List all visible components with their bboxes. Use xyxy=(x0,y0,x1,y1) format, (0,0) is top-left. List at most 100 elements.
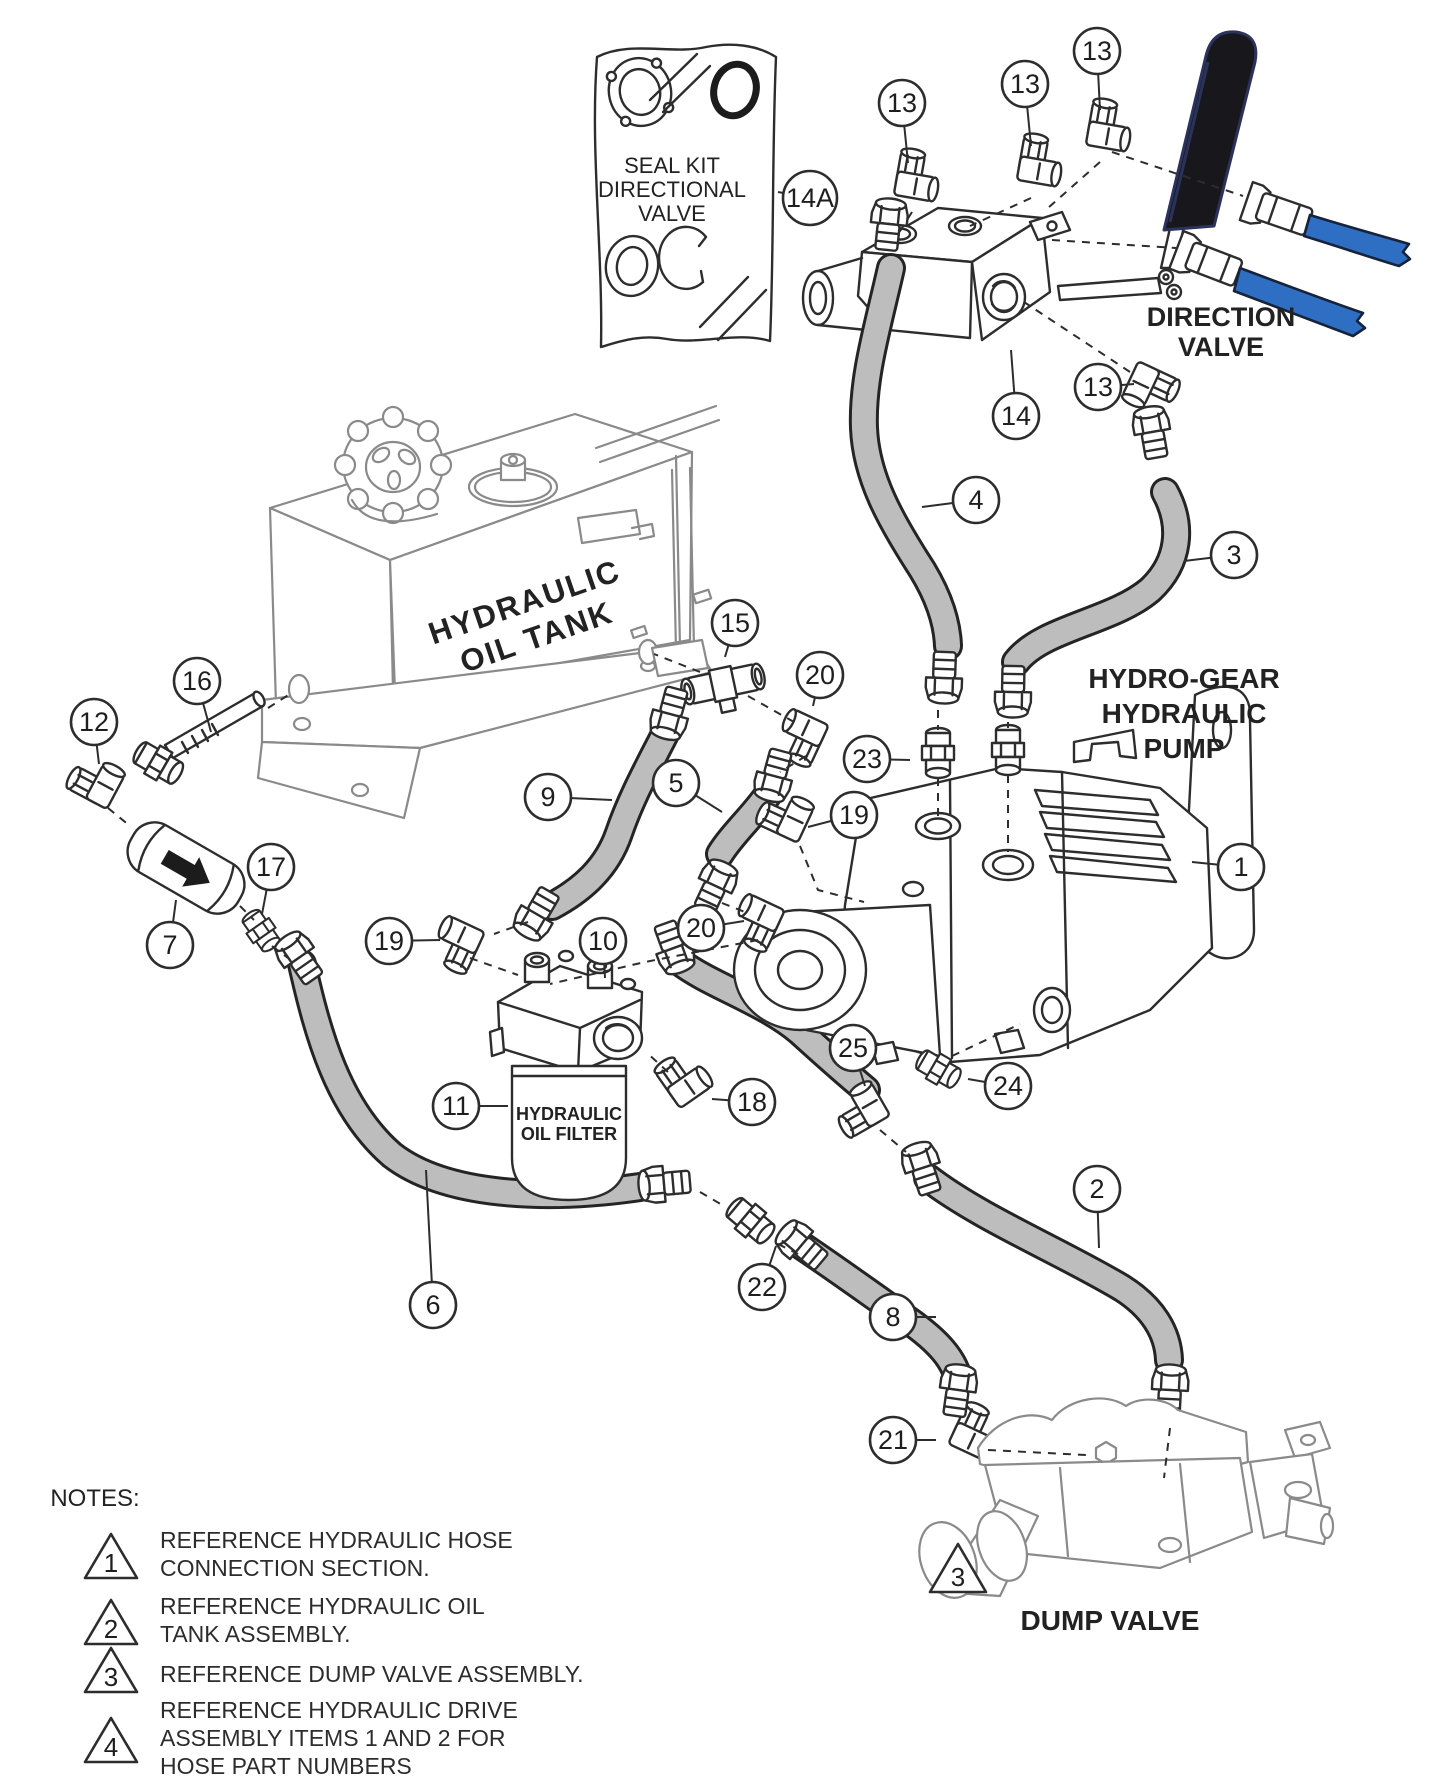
hydro-gear-pump xyxy=(732,685,1256,1066)
direction-valve-label-line: DIRECTION xyxy=(1147,302,1296,332)
callout-19: 19 xyxy=(807,790,879,840)
callout-number: 13 xyxy=(1082,36,1112,66)
callout-14: 14 xyxy=(991,349,1041,441)
callout-number: 16 xyxy=(182,666,212,696)
callout-bubble xyxy=(868,1415,918,1465)
hose-3 xyxy=(1001,477,1192,677)
blue-hose-lower xyxy=(1232,266,1367,338)
hydro-gear-pump-label-line: HYDRO-GEAR xyxy=(1088,663,1279,694)
callout-bubble xyxy=(1000,59,1050,109)
seal-flange xyxy=(605,56,675,128)
callout-number: 12 xyxy=(79,707,109,737)
callout-20: 20 xyxy=(795,650,845,707)
callout-bubble xyxy=(781,169,839,227)
note-triangle-number: 3 xyxy=(104,1662,118,1692)
note-text-line: REFERENCE DUMP VALVE ASSEMBLY. xyxy=(160,1661,584,1687)
callout-number: 5 xyxy=(668,768,683,798)
note-text-line: TANK ASSEMBLY. xyxy=(160,1621,350,1647)
note-triangle-number: 4 xyxy=(104,1732,118,1762)
callout-8: 8 xyxy=(868,1292,936,1342)
callout-bubble xyxy=(842,734,892,784)
fitting-23R xyxy=(990,723,1026,777)
callout-number: 23 xyxy=(852,744,882,774)
seal-ring xyxy=(604,234,660,298)
callout-bubble xyxy=(578,916,628,966)
callout-number: 21 xyxy=(878,1425,908,1455)
elbow-13c xyxy=(1084,95,1138,154)
callout-9: 9 xyxy=(523,772,613,822)
direction-valve-label-line: VALVE xyxy=(1178,332,1264,362)
callout-bubble xyxy=(795,650,845,700)
callout-bubble xyxy=(727,1077,777,1127)
callout-bubble xyxy=(69,697,119,747)
callout-21: 21 xyxy=(868,1415,936,1465)
callout-bubble xyxy=(737,1262,787,1312)
callout-25: 25 xyxy=(828,1023,878,1087)
seal-kit-bag xyxy=(593,43,778,349)
callout-number: 19 xyxy=(839,800,869,830)
tank-bracket xyxy=(260,644,714,750)
hose-charge xyxy=(665,947,881,1105)
hose-4 xyxy=(848,253,963,661)
callout-number: 13 xyxy=(887,88,917,118)
o-ring xyxy=(710,60,760,120)
callout-11: 11 xyxy=(431,1081,508,1131)
callout-number: 2 xyxy=(1089,1174,1104,1204)
callout-bubble xyxy=(1209,530,1259,580)
callout-bubble xyxy=(364,916,414,966)
note-text-line: HOSE PART NUMBERS xyxy=(160,1753,412,1779)
callout-number: 9 xyxy=(540,782,555,812)
callout-20: 20 xyxy=(676,903,745,953)
callout-bubble xyxy=(172,656,222,706)
callout-bubble xyxy=(651,758,701,808)
note-text-line: REFERENCE HYDRAULIC DRIVE xyxy=(160,1697,518,1723)
callout-bubble xyxy=(523,772,573,822)
callout-number: 7 xyxy=(162,930,177,960)
note-triangle-icon xyxy=(83,1598,139,1646)
callout-3: 3 xyxy=(1183,530,1259,580)
dump-valve-label-line: DUMP VALVE xyxy=(1021,1605,1200,1636)
triangle-marker-3: 3 xyxy=(928,1542,988,1594)
breather-cap xyxy=(467,452,559,508)
note-item-3: 3 REFERENCE DUMP VALVE ASSEMBLY. xyxy=(83,1646,584,1694)
note-triangle-number: 2 xyxy=(104,1614,118,1644)
callout-bubble xyxy=(868,1292,918,1342)
notes-heading: NOTES: xyxy=(50,1485,139,1512)
elbow-18 xyxy=(651,1043,717,1110)
callout-number: 1 xyxy=(1233,852,1248,882)
callout-number: 8 xyxy=(885,1302,900,1332)
callout-bubble xyxy=(408,1280,458,1330)
callout-1: 1 xyxy=(1191,842,1266,892)
notes-heading-line: NOTES: xyxy=(50,1485,139,1512)
callout-bubble xyxy=(1072,26,1122,76)
note-triangle-icon xyxy=(83,1532,139,1580)
callout-number: 14A xyxy=(786,183,834,213)
callout-bubble xyxy=(145,920,195,970)
pump-fins xyxy=(1033,728,1178,884)
callout-bubble xyxy=(983,1061,1033,1111)
note-text-line: REFERENCE HYDRAULIC HOSE xyxy=(160,1527,513,1553)
callout-16: 16 xyxy=(172,656,222,733)
callout-number: 18 xyxy=(737,1087,767,1117)
callout-24: 24 xyxy=(967,1061,1033,1111)
snap-ring xyxy=(657,225,708,291)
callout-bubble xyxy=(710,598,760,648)
seal-kit-label-line: DIRECTIONAL xyxy=(598,177,746,202)
hydro-gear-pump-label-line: HYDRAULIC xyxy=(1102,698,1267,729)
callout-18: 18 xyxy=(711,1077,777,1127)
callout-number: 22 xyxy=(747,1272,777,1302)
callout-bubble xyxy=(829,790,879,840)
callout-7: 7 xyxy=(145,899,195,970)
elbow-13a xyxy=(892,145,946,204)
hose-2 xyxy=(913,1163,1184,1375)
blue-hoses xyxy=(1168,180,1412,338)
callout-19: 19 xyxy=(364,916,441,966)
note-text-line: CONNECTION SECTION. xyxy=(160,1555,430,1581)
note-text-line: ASSEMBLY ITEMS 1 AND 2 FOR xyxy=(160,1725,506,1751)
callout-22: 22 xyxy=(737,1245,787,1312)
oil-filter-assembly xyxy=(488,949,644,1202)
